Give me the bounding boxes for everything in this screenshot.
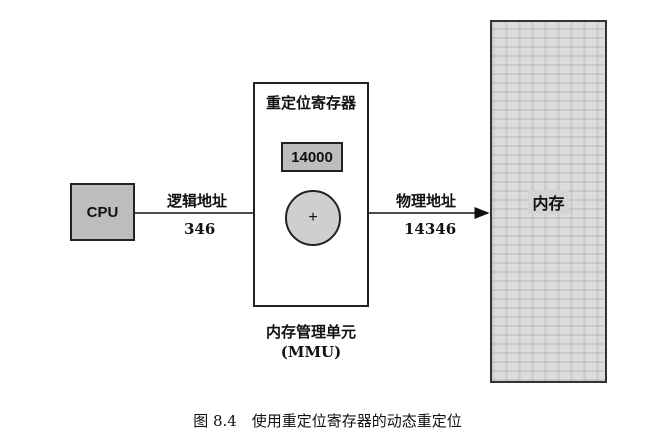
cpu-label: CPU [86, 203, 119, 221]
logical-address-value: 346 [184, 220, 216, 238]
mmu-box: 重定位寄存器 14000 + [253, 82, 369, 307]
physical-address-value: 14346 [404, 220, 457, 238]
plus-icon: + [308, 209, 318, 226]
figure-caption: 图 8.4 使用重定位寄存器的动态重定位 [193, 412, 462, 430]
memory-label: 内存 [528, 189, 569, 214]
mmu-caption: 内存管理单元 (MMU) [253, 322, 369, 362]
relocation-register-value: 14000 [291, 148, 333, 166]
logical-address-label: 逻辑地址 [167, 192, 228, 210]
relocation-register-title: 重定位寄存器 [265, 94, 356, 112]
mmu-caption-line1: 内存管理单元 [265, 323, 356, 341]
memory-box: 内存 [490, 20, 607, 383]
relocation-register: 14000 [281, 142, 343, 172]
physical-address-label: 物理地址 [396, 192, 457, 210]
cpu-box: CPU [70, 183, 135, 241]
mmu-caption-line2: (MMU) [280, 343, 342, 361]
adder-circle: + [285, 190, 341, 246]
